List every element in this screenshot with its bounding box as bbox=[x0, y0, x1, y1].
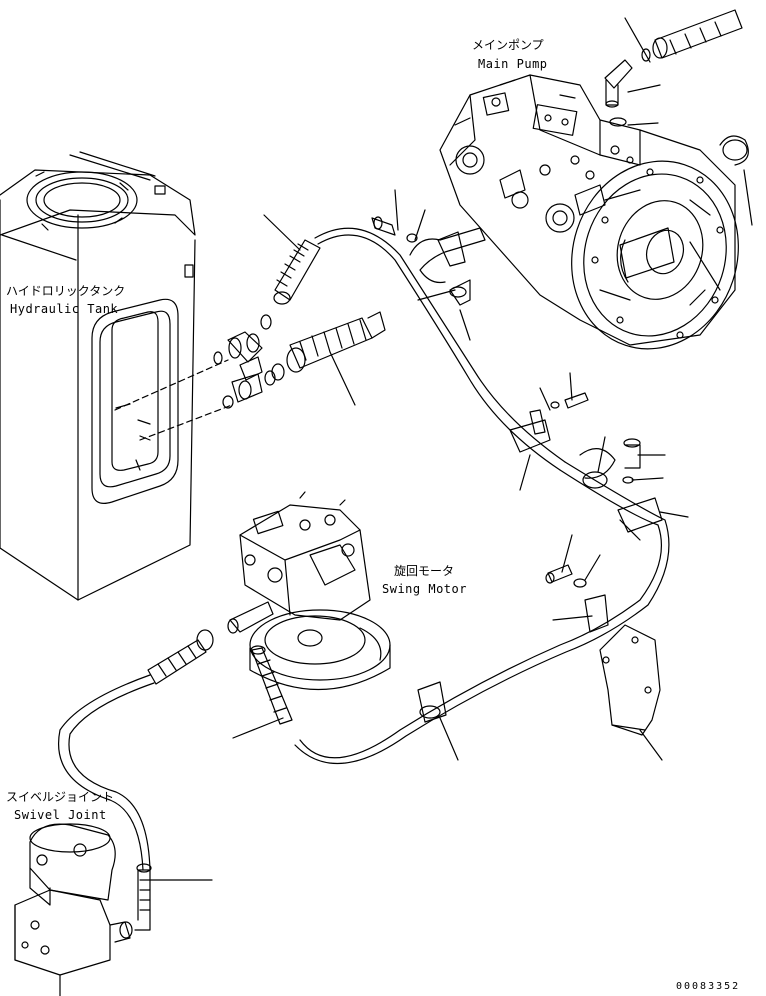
swing-motor-hoses bbox=[59, 630, 292, 870]
dash-leader bbox=[115, 360, 228, 410]
lower-hose bbox=[295, 462, 669, 763]
drawing-code: 00083352 bbox=[676, 981, 741, 992]
pump-top-fittings bbox=[605, 10, 748, 165]
hydraulic-tank-label-en: Hydraulic Tank bbox=[10, 302, 119, 316]
swivel-joint-label-en: Swivel Joint bbox=[14, 808, 107, 822]
dash-leader bbox=[140, 405, 232, 440]
hydraulic-tank-label-jp: ハイドロリックタンク bbox=[6, 284, 126, 298]
main-pump-label-en: Main Pump bbox=[478, 57, 548, 71]
clamps-right bbox=[510, 393, 662, 540]
tank-fittings bbox=[214, 315, 275, 408]
clamps-mid bbox=[418, 565, 608, 722]
main-pump bbox=[440, 75, 762, 371]
middle-hose bbox=[272, 312, 385, 380]
swing-motor-label-en: Swing Motor bbox=[382, 582, 467, 596]
leader-lines bbox=[150, 18, 752, 880]
main-pump-label-jp: メインポンプ bbox=[472, 38, 544, 52]
swing-motor bbox=[228, 492, 390, 690]
swivel-joint bbox=[15, 824, 151, 996]
swing-motor-label-jp: 旋回モータ bbox=[394, 564, 455, 578]
pump-bracket bbox=[372, 217, 485, 305]
swivel-joint-label-jp: スイベルジョイント bbox=[6, 790, 115, 804]
upper-hose bbox=[274, 228, 565, 470]
mount-bracket bbox=[600, 625, 660, 735]
hydraulic-tank bbox=[0, 152, 195, 600]
